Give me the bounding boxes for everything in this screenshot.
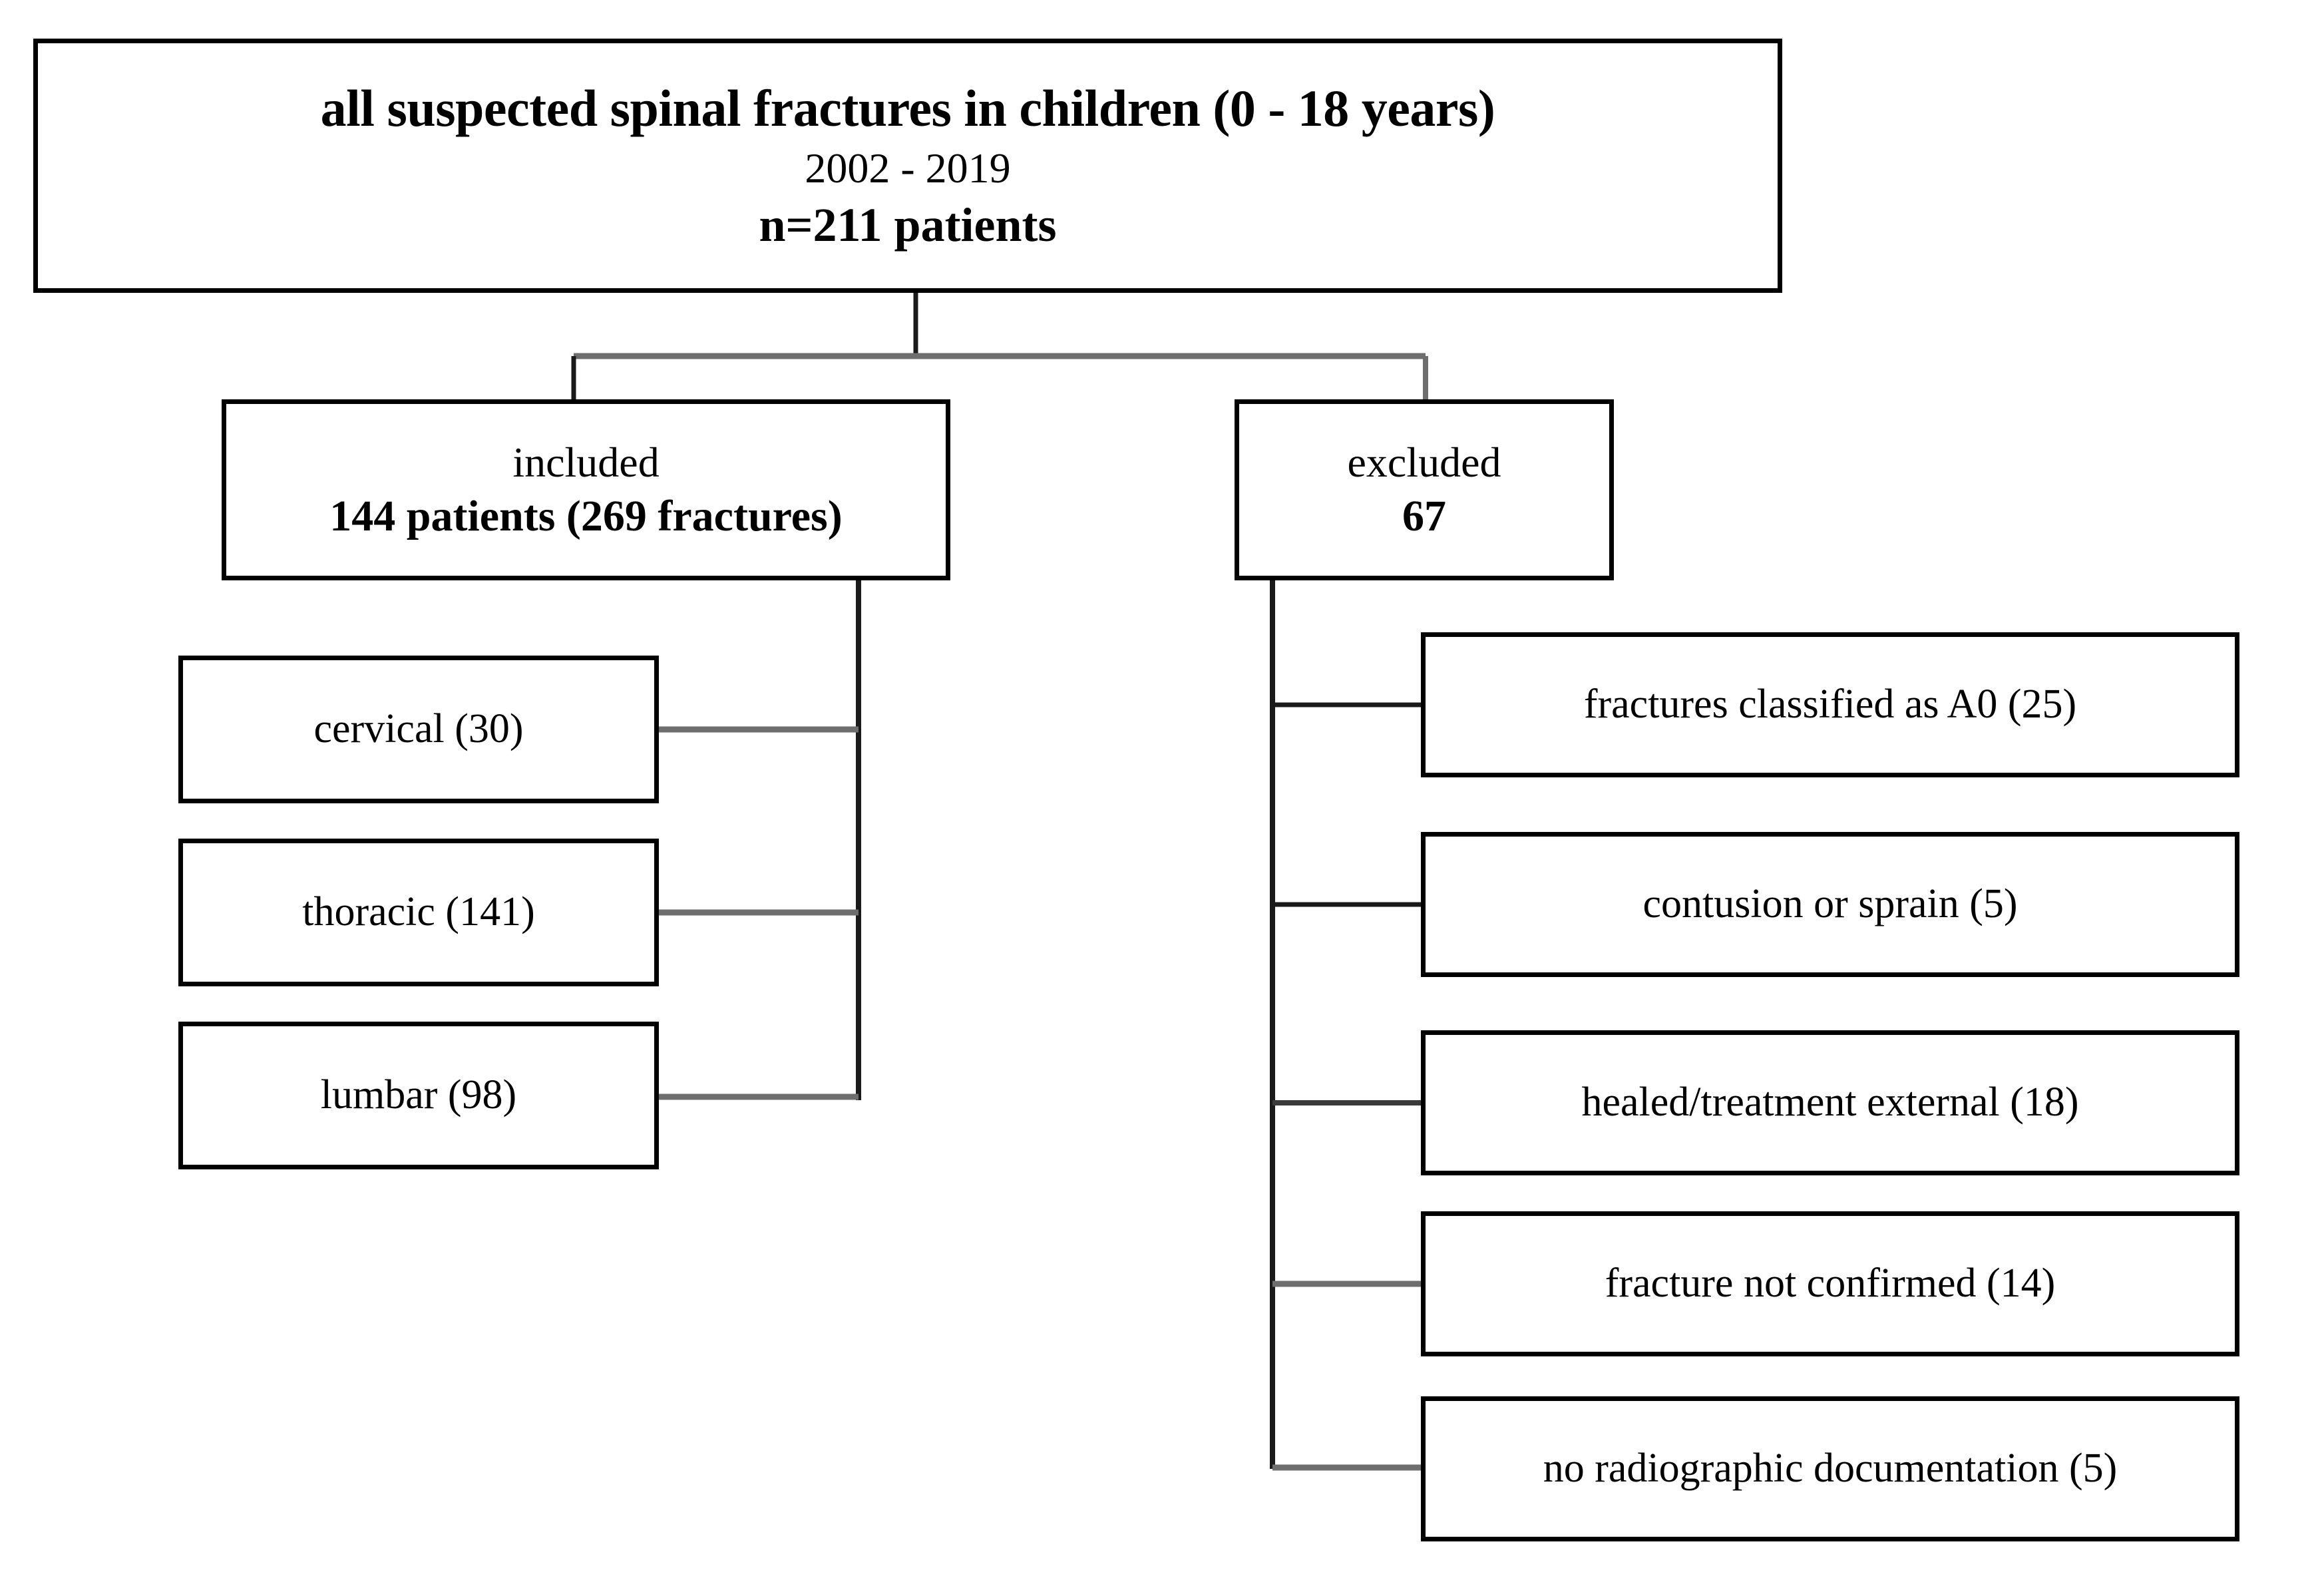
included-child-label: thoracic (141) [302,889,535,935]
excluded-child-not-confirmed: fracture not confirmed (14) [1421,1211,2239,1356]
excluded-child-label: contusion or sprain (5) [1642,881,2018,927]
excluded-child-label: fractures classified as A0 (25) [1583,682,2077,727]
included-label: included [512,439,660,487]
root-count-line: n=211 patients [759,198,1057,252]
included-child-cervical: cervical (30) [178,656,659,803]
excluded-child-label: fracture not confirmed (14) [1605,1261,2056,1306]
excluded-child-label: healed/treatment external (18) [1581,1080,2079,1125]
excluded-box: excluded 67 [1235,399,1614,580]
included-count: 144 patients (269 fractures) [329,491,843,540]
excluded-child-label: no radiographic documentation (5) [1543,1446,2118,1492]
included-child-label: lumbar (98) [320,1072,517,1118]
excluded-child-contusion: contusion or sprain (5) [1421,832,2239,977]
excluded-count: 67 [1402,491,1446,540]
root-period-line: 2002 - 2019 [805,144,1011,192]
excluded-child-a0: fractures classified as A0 (25) [1421,632,2239,777]
included-child-thoracic: thoracic (141) [178,839,659,986]
excluded-label: excluded [1347,439,1501,487]
root-box: all suspected spinal fractures in childr… [33,39,1782,293]
included-child-lumbar: lumbar (98) [178,1022,659,1169]
included-child-label: cervical (30) [313,706,524,752]
excluded-child-healed: healed/treatment external (18) [1421,1030,2239,1175]
root-title-line: all suspected spinal fractures in childr… [320,79,1495,137]
excluded-child-no-radiograph: no radiographic documentation (5) [1421,1396,2239,1541]
included-box: included 144 patients (269 fractures) [222,399,950,580]
